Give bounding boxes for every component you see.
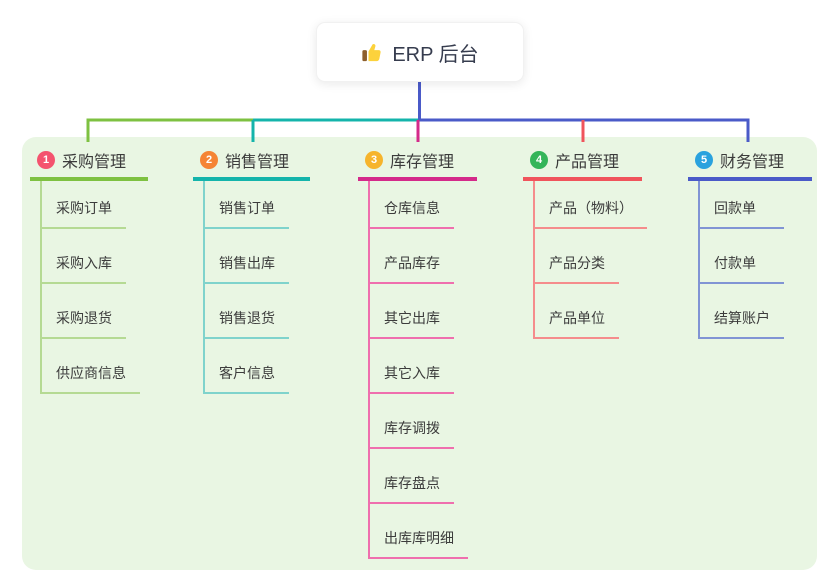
branch-title[interactable]: 4 产品管理	[523, 148, 642, 181]
branch-item[interactable]: 其它入库	[368, 339, 454, 394]
branch-items: 产品（物料） 产品分类产品单位	[533, 181, 647, 339]
branch-item-label: 库存调拨	[384, 420, 440, 436]
branch-item-label: 客户信息	[219, 365, 275, 381]
branch-title-label: 销售管理	[225, 154, 290, 171]
branch-item-label: 产品库存	[384, 255, 440, 271]
branch-number-badge: 2	[200, 151, 218, 169]
branch-item-label: 付款单	[714, 255, 756, 271]
root-node[interactable]: ERP 后台	[316, 22, 524, 82]
branch-item-label: 销售出库	[219, 255, 275, 271]
branch-item[interactable]: 回款单	[698, 181, 784, 229]
branch-item[interactable]: 采购入库	[40, 229, 126, 284]
branch-item[interactable]: 仓库信息	[368, 181, 454, 229]
branch-item-label: 销售退货	[219, 310, 275, 326]
branch-item[interactable]: 客户信息	[203, 339, 289, 394]
branch-title[interactable]: 1 采购管理	[30, 148, 148, 181]
branch-item-label: 仓库信息	[384, 200, 440, 216]
branch-item[interactable]: 销售出库	[203, 229, 289, 284]
branch-column: 1 采购管理 采购订单采购入库采购退货供应商信息	[30, 148, 148, 394]
branch-column: 5 财务管理 回款单付款单结算账户	[688, 148, 812, 339]
branch-item[interactable]: 产品单位	[533, 284, 619, 339]
branch-item-label: 回款单	[714, 200, 756, 216]
branch-item[interactable]: 产品（物料）	[533, 181, 647, 229]
branch-item-label: 采购入库	[56, 255, 112, 271]
branch-column: 2 销售管理 销售订单销售出库销售退货客户信息	[193, 148, 310, 394]
branch-title-label: 财务管理	[720, 154, 785, 171]
branch-item[interactable]: 其它出库	[368, 284, 454, 339]
branch-title-label: 采购管理	[62, 154, 127, 171]
branch-items: 回款单付款单结算账户	[698, 181, 812, 339]
branch-item-label: 采购退货	[56, 310, 112, 326]
branch-item-label: 销售订单	[219, 200, 275, 216]
branch-title-label: 产品管理	[555, 154, 620, 171]
root-node-label: ERP 后台	[392, 43, 479, 66]
branch-items: 销售订单销售出库销售退货客户信息	[203, 181, 310, 394]
branch-item[interactable]: 付款单	[698, 229, 784, 284]
branches-background-panel	[22, 137, 817, 570]
branch-item-label: 库存盘点	[384, 475, 440, 491]
branch-item-label: 出库库明细	[384, 530, 454, 546]
branch-title[interactable]: 5 财务管理	[688, 148, 812, 181]
branch-item[interactable]: 采购订单	[40, 181, 126, 229]
branch-item[interactable]: 出库库明细	[368, 504, 468, 559]
branch-column: 4 产品管理 产品（物料） 产品分类产品单位	[523, 148, 647, 339]
branch-item[interactable]: 销售订单	[203, 181, 289, 229]
branch-item[interactable]: 供应商信息	[40, 339, 140, 394]
branch-number-badge: 4	[530, 151, 548, 169]
branch-item-label: 其它出库	[384, 310, 440, 326]
branch-title[interactable]: 2 销售管理	[193, 148, 310, 181]
branch-item[interactable]: 库存盘点	[368, 449, 454, 504]
thumbs-up-icon	[362, 44, 381, 62]
branch-column: 3 库存管理 仓库信息产品库存其它出库其它入库库存调拨库存盘点出库库明细	[358, 148, 477, 559]
branch-item-label: 产品单位	[549, 310, 605, 326]
branch-item[interactable]: 结算账户	[698, 284, 784, 339]
branch-item-label: 结算账户	[714, 310, 770, 326]
branch-number-badge: 3	[365, 151, 383, 169]
branch-items: 采购订单采购入库采购退货供应商信息	[40, 181, 148, 394]
branch-number-badge: 5	[695, 151, 713, 169]
branch-item-label: 供应商信息	[56, 365, 126, 381]
branch-items: 仓库信息产品库存其它出库其它入库库存调拨库存盘点出库库明细	[368, 181, 477, 559]
branch-item[interactable]: 产品分类	[533, 229, 619, 284]
branch-title[interactable]: 3 库存管理	[358, 148, 477, 181]
branch-item[interactable]: 库存调拨	[368, 394, 454, 449]
branch-title-label: 库存管理	[390, 154, 455, 171]
branch-item-label: 采购订单	[56, 200, 112, 216]
branch-number-badge: 1	[37, 151, 55, 169]
branch-item-label: 其它入库	[384, 365, 440, 381]
branch-item[interactable]: 采购退货	[40, 284, 126, 339]
branch-item-label: 产品（物料）	[549, 200, 633, 216]
branch-item[interactable]: 产品库存	[368, 229, 454, 284]
branch-item-label: 产品分类	[549, 255, 605, 271]
branch-item[interactable]: 销售退货	[203, 284, 289, 339]
